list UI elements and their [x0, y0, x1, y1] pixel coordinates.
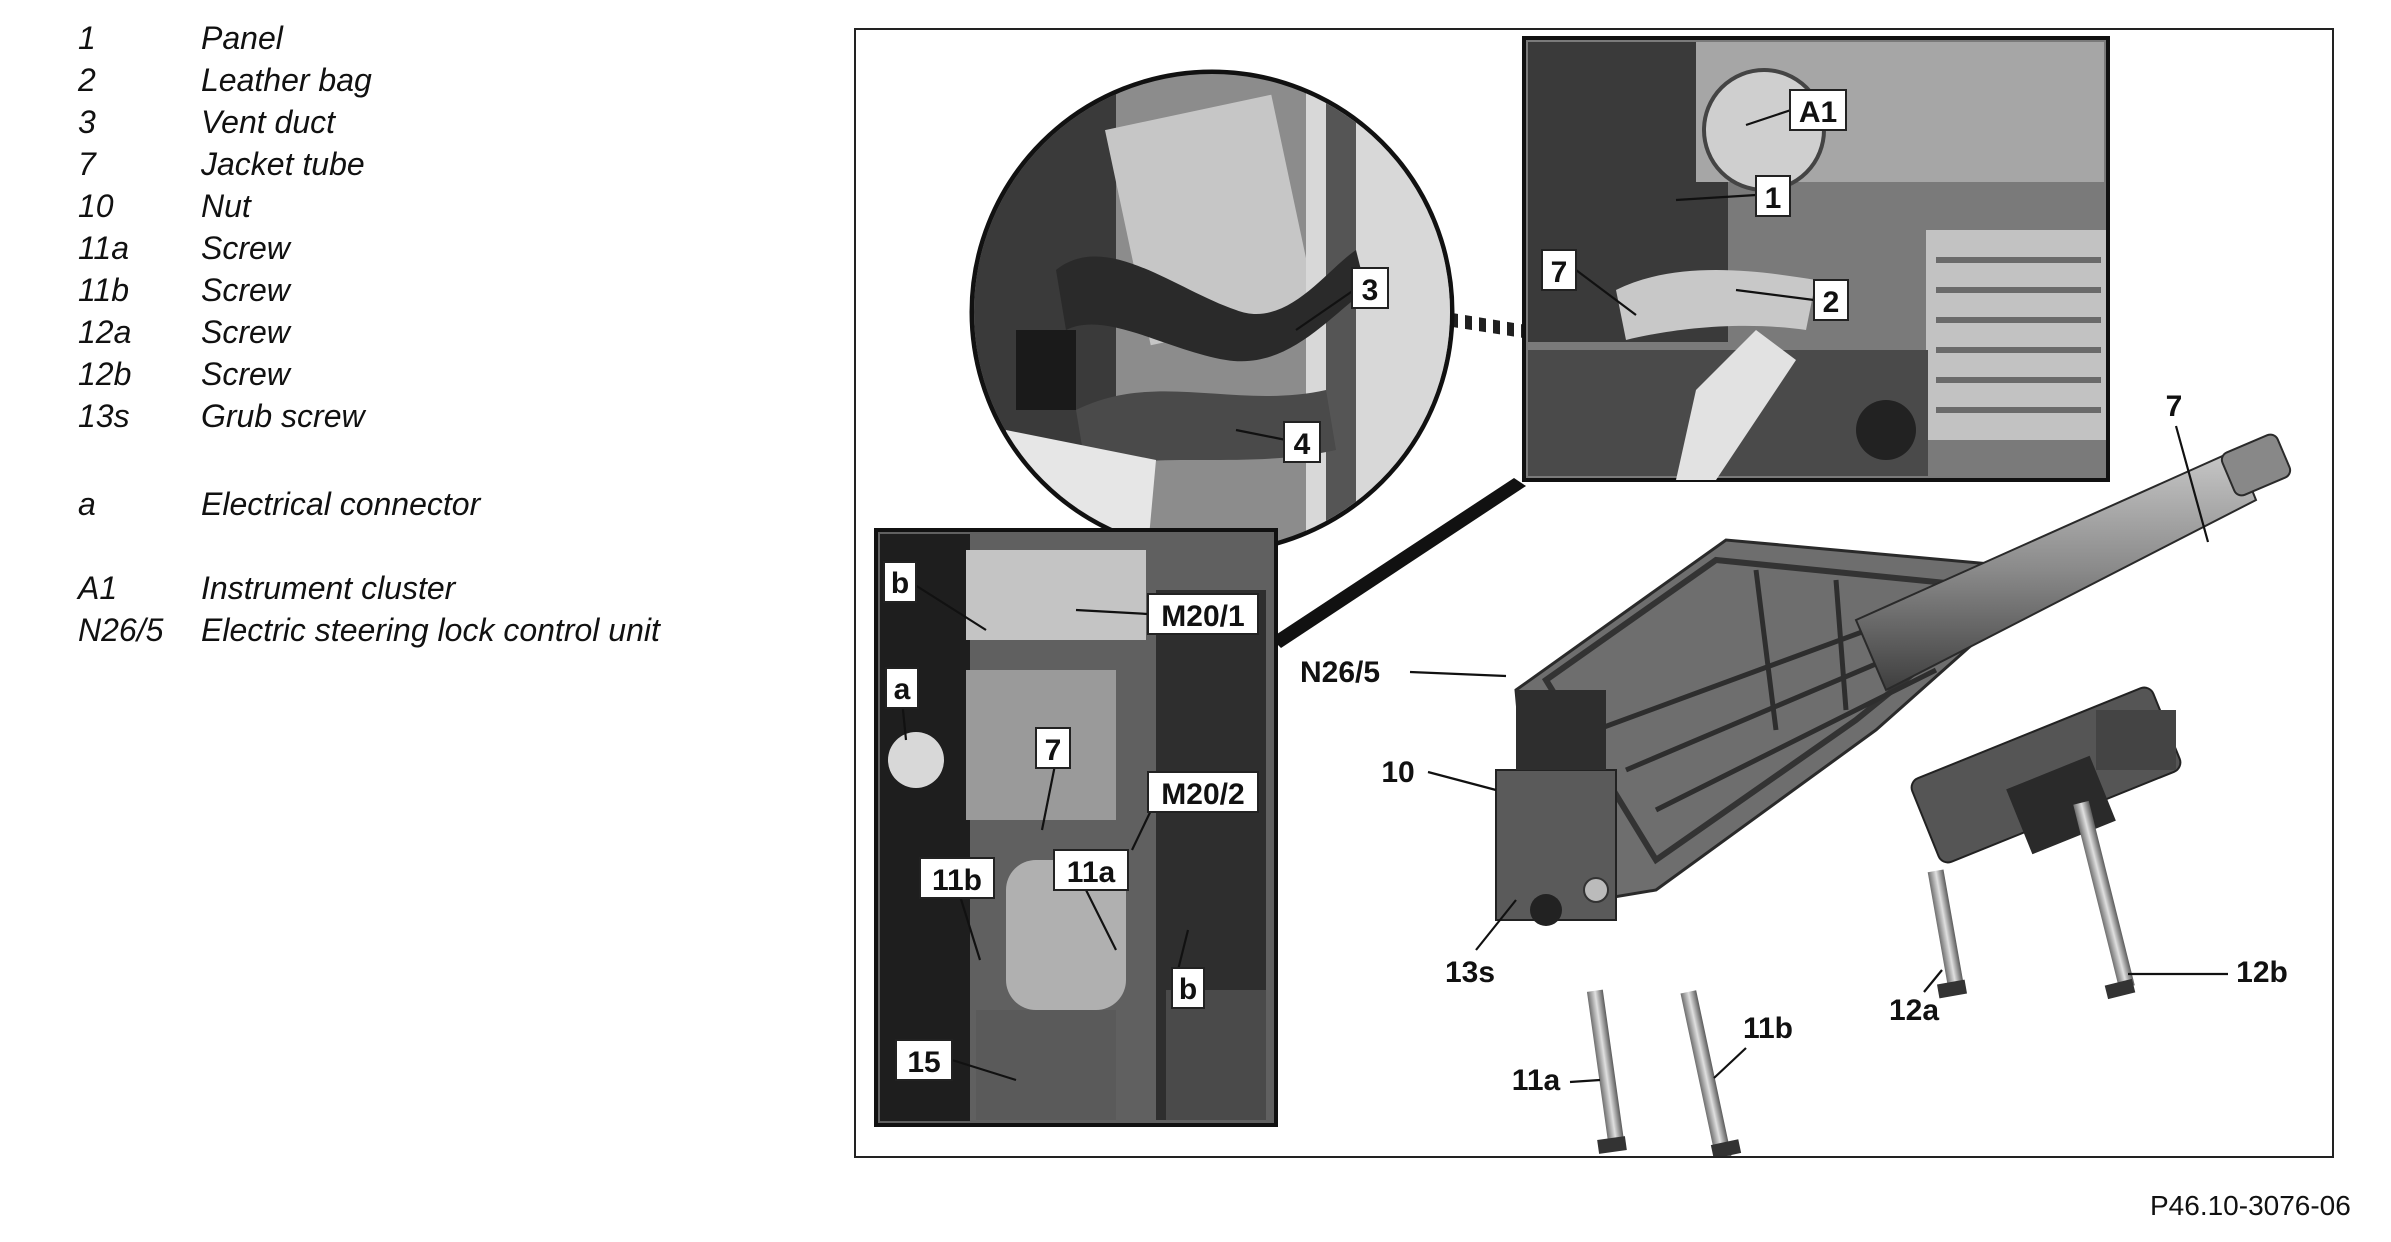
legend-desc: Grub screw: [201, 398, 365, 434]
legend-desc: Screw: [201, 230, 290, 266]
figure-illustration: 3 4 A1: [874, 36, 2292, 1156]
legend-desc: Vent duct: [201, 104, 336, 140]
legend-desc: Screw: [201, 314, 290, 350]
callout-box: [1541, 249, 1577, 291]
legend-desc: Electrical connector: [201, 486, 481, 522]
dashboard-photo: A1 1 7 2: [1522, 36, 2110, 482]
bolt-12b: [2073, 800, 2136, 1000]
figure-code: P46.10-3076-06: [2150, 1190, 2351, 1221]
legend-desc: Instrument cluster: [201, 570, 456, 606]
leader-line: [958, 895, 982, 961]
callout-box: [1147, 593, 1259, 635]
legend-desc: Screw: [201, 356, 290, 392]
leader-line: [903, 577, 987, 631]
callout-n26-5: N26/5: [1300, 656, 1380, 689]
leader-line: [951, 1058, 1017, 1082]
callout-1: 1: [1765, 182, 1782, 215]
callout-box: [1147, 771, 1259, 813]
callout-11a: 11a: [1067, 856, 1116, 889]
legend-desc: Leather bag: [201, 62, 372, 98]
leader-line: [1923, 969, 1943, 993]
leader-line: [1713, 1047, 1747, 1079]
callout-box: [1755, 175, 1791, 217]
callout-box: [883, 561, 917, 603]
leader-line: [1569, 1078, 1601, 1084]
callout-box: [1035, 727, 1071, 769]
callout-box: [885, 667, 919, 709]
callout-15: 15: [907, 1046, 940, 1079]
legend-key: 10: [78, 188, 114, 224]
callout-box: [1283, 421, 1321, 463]
legend-key: 12b: [78, 356, 132, 392]
figure-frame: 3 4 A1: [854, 28, 2334, 1158]
callout-b: b: [891, 567, 909, 600]
callout-box: [1813, 279, 1849, 321]
legend-key: 1: [78, 20, 96, 56]
leader-line: [1745, 108, 1792, 127]
callout-box: [1789, 89, 1847, 131]
callout-a: a: [894, 673, 911, 706]
callout-m20-1: M20/1: [1161, 600, 1244, 633]
callout-12a: 12a: [1889, 994, 1939, 1027]
leader-line: [1675, 193, 1757, 202]
legend-desc: Screw: [201, 272, 290, 308]
leader-line: [1735, 288, 1815, 302]
callout-11b: 11b: [932, 864, 982, 897]
leader-line: [1085, 889, 1117, 951]
callout-a1: A1: [1799, 96, 1837, 129]
callout-13s: 13s: [1445, 956, 1495, 989]
bolt-11b: [1680, 990, 1742, 1156]
leader-line: [1040, 759, 1058, 831]
leader-line: [1427, 770, 1497, 792]
leader-line: [1475, 899, 1517, 951]
callout-7: 7: [2166, 390, 2183, 423]
callout-11a: 11a: [1512, 1064, 1561, 1097]
callout-7: 7: [1045, 734, 1062, 767]
callout-10: 10: [1381, 756, 1414, 789]
bolt-11a: [1586, 989, 1627, 1154]
leader-line: [1176, 929, 1190, 971]
callout-box: [895, 1039, 953, 1081]
legend-key: a: [78, 486, 96, 522]
legend-key: 2: [78, 62, 96, 98]
callout-box: [1053, 849, 1129, 891]
steering-column-illustration: 7 N26/5 10 13s 11a 11b 12a 12b: [1300, 390, 2292, 1156]
callout-box: [919, 857, 995, 899]
callout-box: [1351, 267, 1389, 309]
callout-2: 2: [1823, 286, 1840, 319]
underside-photo: b M20/1 a 7 M20/2 11b 11a b 15: [874, 528, 1278, 1127]
detail-connector-solid: [1271, 478, 1526, 648]
legend-desc: Panel: [201, 20, 283, 56]
legend-key: 12a: [78, 314, 132, 350]
leader-line: [1235, 428, 1287, 442]
circle-detail-photo: 3 4: [969, 69, 1455, 555]
legend-desc: Jacket tube: [201, 146, 365, 182]
callout-3: 3: [1362, 274, 1379, 307]
legend-key: 13s: [78, 398, 130, 434]
legend-desc: Nut: [201, 188, 251, 224]
callout-4: 4: [1294, 428, 1311, 461]
leader-line: [1409, 670, 1507, 678]
legend-key: 11b: [78, 272, 130, 308]
legend-desc: Electric steering lock control unit: [201, 612, 660, 648]
callout-b: b: [1179, 973, 1197, 1006]
callout-m20-2: M20/2: [1161, 778, 1244, 811]
leader-line: [1575, 269, 1637, 316]
leader-line: [1295, 289, 1355, 331]
legend-key: N26/5: [78, 612, 164, 648]
callout-box: [1171, 967, 1205, 1009]
legend-key: 3: [78, 104, 96, 140]
leader-line: [1075, 608, 1149, 616]
legend-key: 7: [78, 146, 96, 182]
callout-11b: 11b: [1743, 1012, 1793, 1045]
leader-line: [2174, 425, 2210, 543]
legend-key: 11a: [78, 230, 130, 266]
callout-12b: 12b: [2236, 956, 2288, 989]
bolt-12a: [1927, 869, 1968, 999]
callout-7: 7: [1551, 256, 1568, 289]
legend-key: A1: [78, 570, 118, 606]
